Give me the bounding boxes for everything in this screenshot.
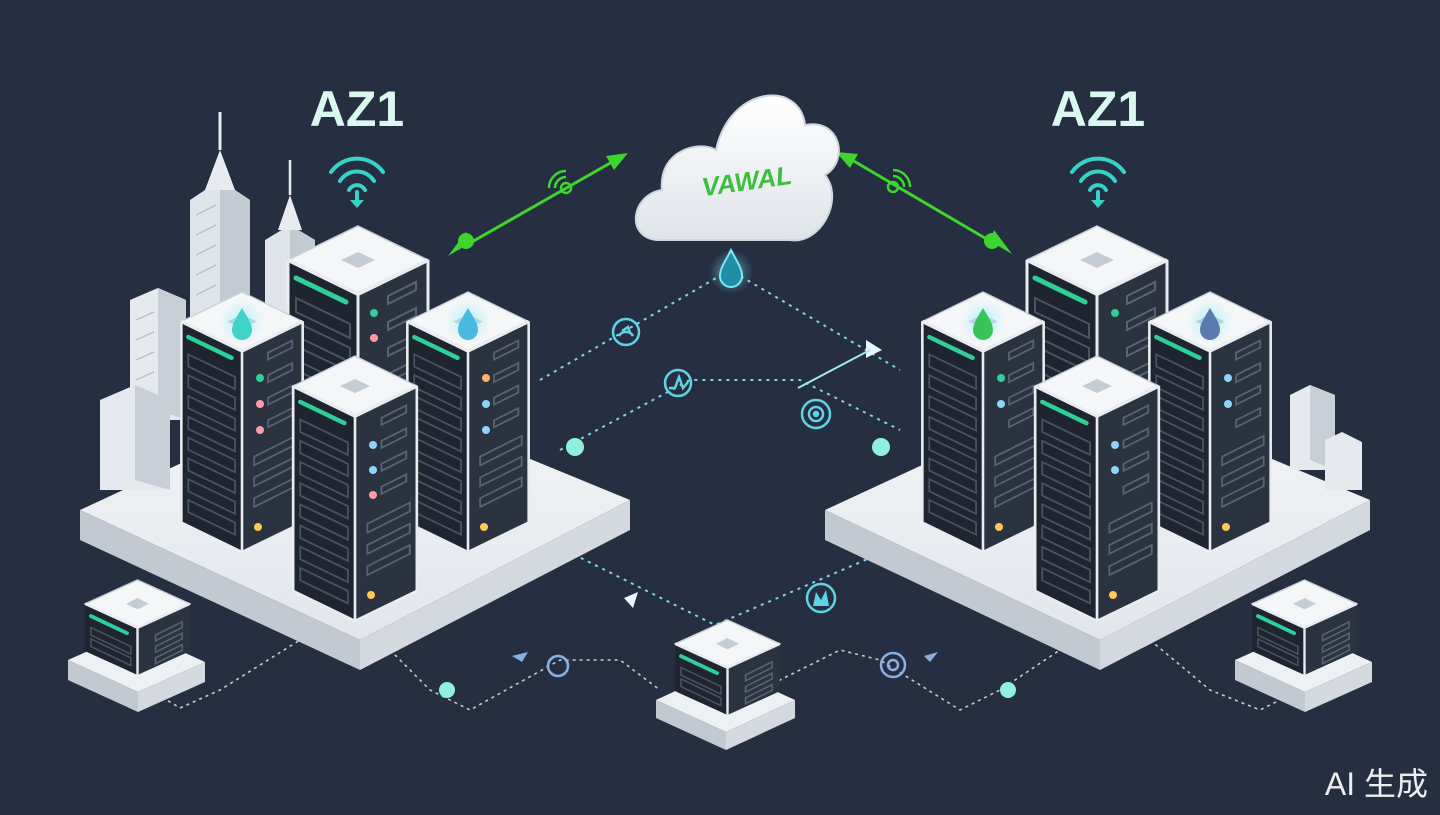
signal-icon: [886, 180, 900, 194]
link-node: [439, 682, 455, 698]
wifi-icon: [1070, 156, 1126, 208]
location-pin-icon: [232, 308, 252, 340]
link-left-box: [149, 639, 301, 709]
target-icon: [800, 398, 832, 430]
ai-watermark: AI 生成: [1325, 766, 1428, 802]
network-links: [539, 268, 901, 627]
link-nodes: [439, 438, 1016, 698]
edge-node-right: [1235, 578, 1372, 712]
link-lower: [544, 539, 901, 627]
left-wifi: [329, 156, 385, 208]
location-pin-icon: [718, 247, 744, 288]
status-leds: [254, 309, 1232, 599]
signal-icon: [611, 317, 641, 347]
signal-icon: [559, 181, 573, 195]
location-pin-icon: [458, 308, 478, 340]
arrowhead-icon: [924, 652, 938, 662]
cloud-drop: [709, 247, 753, 294]
arrowhead-icon: [624, 592, 638, 608]
edge-node-left: [68, 578, 205, 712]
link-icons: [546, 317, 907, 679]
shield-icon: [805, 582, 837, 614]
pulse-icon: [546, 654, 570, 678]
link-center-left: [379, 639, 661, 711]
right-buildings: [1290, 385, 1362, 490]
link-node: [566, 438, 584, 456]
zone-label-left: AZ1: [310, 81, 404, 137]
link-node: [1000, 682, 1016, 698]
cloud: VAWAL: [634, 94, 840, 242]
location-pin-icon: [1200, 308, 1220, 340]
edge-servers: [68, 578, 1372, 750]
arrowhead-icon: [512, 652, 528, 662]
link-middle: [559, 379, 901, 451]
server-tower: [293, 356, 417, 621]
server-tower: [1035, 356, 1159, 621]
link-top: [539, 268, 901, 381]
arrowhead-icon: [866, 340, 882, 358]
pulse-icon: [879, 651, 907, 679]
link-arrows: [512, 340, 938, 662]
tower-top-icons: [220, 300, 1232, 344]
link-center-right: [759, 649, 1061, 711]
link-node: [872, 438, 890, 456]
right-wifi: [1070, 156, 1126, 208]
cloud-arrows: [448, 152, 1012, 256]
location-pin-icon: [973, 308, 993, 340]
edge-node-center: [656, 618, 795, 750]
wifi-icon: [329, 156, 385, 208]
zone-label-right: AZ1: [1051, 81, 1145, 137]
pulse-icon: [663, 368, 693, 398]
